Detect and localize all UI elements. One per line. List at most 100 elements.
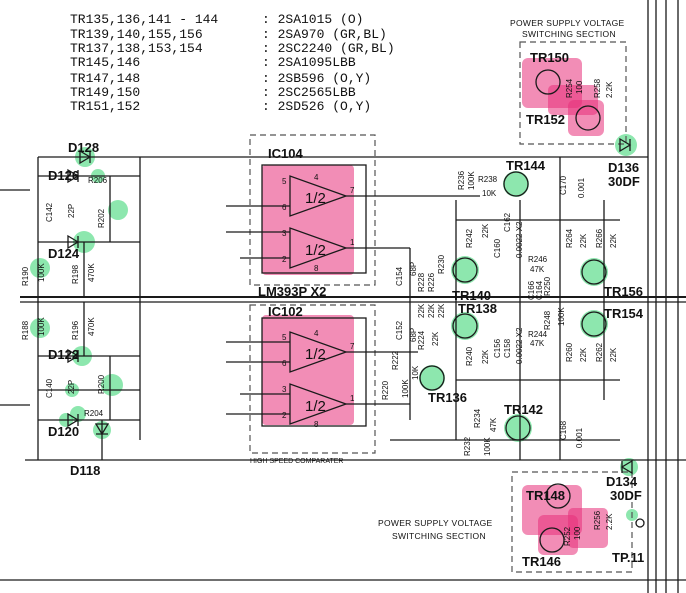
part-row-3-name: TR137,138,153,154	[70, 41, 203, 56]
r190-label: R190	[21, 266, 30, 286]
part-row-7-type: : 2SD526 (O,Y)	[262, 99, 371, 114]
middle-components: R236 100K R238 10K C170 0.001 R242 22K C…	[381, 157, 620, 460]
r244-label: R244	[528, 330, 548, 339]
part-row-7-name: TR151,152	[70, 99, 140, 114]
r224-value: 22K	[431, 331, 440, 346]
c140-label: C140	[45, 378, 54, 398]
r228-label: R228	[417, 272, 426, 292]
r220-value: 100K	[401, 379, 410, 398]
d128-label: D128	[68, 140, 99, 155]
ic104-pin8: 8	[314, 264, 319, 273]
c170-value: 0.001	[577, 177, 586, 198]
ic104-pin5: 5	[282, 177, 287, 186]
r206-label: R206	[88, 176, 108, 185]
ic104-pin7: 7	[350, 186, 355, 195]
r240-value: 22K	[481, 349, 490, 364]
r234-label: R234	[473, 408, 482, 428]
tr150-label: TR150	[530, 50, 569, 65]
c154-value: 68P	[409, 262, 418, 276]
r224-label: R224	[417, 330, 426, 350]
r258-value: 2.2K	[605, 81, 614, 98]
r252-value: 100	[573, 526, 582, 540]
c152-label: C152	[395, 320, 404, 340]
part-row-2-type: : 2SA970 (GR,BL)	[262, 27, 387, 42]
part-table: TR135,136,141 - 144 : 2SA1015 (O) TR139,…	[70, 12, 395, 114]
ic102-pin1: 1	[350, 394, 355, 403]
psu-section-top: POWER SUPPLY VOLTAGE SWITCHING SECTION R…	[510, 18, 640, 189]
r262-value: 22K	[609, 347, 618, 362]
r232-label: R232	[463, 436, 472, 456]
c156-label: C156	[493, 338, 502, 358]
ic104-pin4: 4	[314, 173, 319, 182]
psu-bottom-line1: POWER SUPPLY VOLTAGE	[378, 518, 493, 528]
d118-label: D118	[70, 463, 100, 478]
ic104-part: LM393P X2	[258, 284, 326, 299]
ic102-pin3: 3	[282, 385, 287, 394]
ic102-pin7: 7	[350, 342, 355, 351]
r188-value: 100K	[37, 317, 46, 336]
r198-label: R198	[71, 264, 80, 284]
r258-label: R258	[593, 78, 602, 98]
r230-label: R230	[437, 254, 446, 274]
r234-value: 47K	[489, 417, 498, 432]
r264-value: 22K	[579, 233, 588, 248]
highlights	[30, 58, 638, 555]
tp11-label: TP.11	[612, 550, 644, 565]
part-row-5-type: : 2SB596 (O,Y)	[262, 71, 371, 86]
c168-label: C168	[559, 420, 568, 440]
r264-label: R264	[565, 228, 574, 248]
c166-label: C166	[527, 280, 536, 300]
c142-value: 22P	[67, 204, 76, 218]
ic104-block: IC104 LM393P X2 1/2 1/2 5 6 4 7 3 2 8 1	[226, 134, 480, 299]
part-row-4-name: TR145,146	[70, 55, 140, 70]
d122-label: D122	[48, 347, 79, 362]
r244-value: 47K	[530, 339, 545, 348]
c140-value: 22P	[67, 380, 76, 394]
r226-label: R226	[427, 272, 436, 292]
r254-value: 100	[575, 80, 584, 94]
r188-label: R188	[21, 320, 30, 340]
r256-value: 2.2K	[605, 513, 614, 530]
ic102-part: HIGH SPEED COMPARATER	[250, 458, 343, 465]
r226-value: 22K	[427, 303, 436, 318]
psu-top-line1: POWER SUPPLY VOLTAGE	[510, 18, 625, 28]
r252-label: R252	[563, 526, 572, 546]
r246-label: R246	[528, 255, 548, 264]
d120-label: D120	[48, 424, 79, 439]
r266-label: R266	[595, 228, 604, 248]
ic102-block: IC102 HIGH SPEED COMPARATER 1/2 1/2 5 6 …	[226, 304, 418, 465]
r246-value: 47K	[530, 265, 545, 274]
part-row-3-type: : 2SC2240 (GR,BL)	[262, 41, 395, 56]
r248-value: 100K	[557, 307, 566, 326]
part-row-4-type: : 2SA1095LBB	[262, 55, 356, 70]
r228-value: 22K	[417, 303, 426, 318]
r266-value: 22K	[609, 233, 618, 248]
r202-label: R202	[97, 208, 106, 228]
psu-bottom-line2: SWITCHING SECTION	[392, 531, 486, 541]
part-row-1-type: : 2SA1015 (O)	[262, 12, 363, 27]
ic102-pin4: 4	[314, 329, 319, 338]
c162-label: C162	[503, 212, 512, 232]
ic104-op-a: 1/2	[305, 190, 326, 207]
r242-label: R242	[465, 228, 474, 248]
ic104-pin6: 6	[282, 203, 287, 212]
ic104-pin2: 2	[282, 255, 287, 264]
part-row-5-name: TR147,148	[70, 71, 140, 86]
tr156-label: TR156	[604, 284, 643, 299]
d136-label: D136	[608, 160, 639, 175]
r232-value: 100K	[483, 437, 492, 456]
part-row-6-name: TR149,150	[70, 85, 140, 100]
c164-label: C164	[535, 280, 544, 300]
ic102-pin6: 6	[282, 359, 287, 368]
r196-value: 470K	[87, 317, 96, 336]
ic102-pin8: 8	[314, 420, 319, 429]
ic104-label: IC104	[268, 146, 303, 161]
d124-label: D124	[48, 246, 80, 261]
r204-label: R204	[84, 409, 104, 418]
ic104-pin1: 1	[350, 238, 355, 247]
tr154-label: TR154	[604, 306, 644, 321]
d136-type: 30DF	[608, 174, 640, 189]
ic104-pin3: 3	[282, 229, 287, 238]
psu-section-bottom: POWER SUPPLY VOLTAGE SWITCHING SECTION R…	[378, 459, 645, 573]
